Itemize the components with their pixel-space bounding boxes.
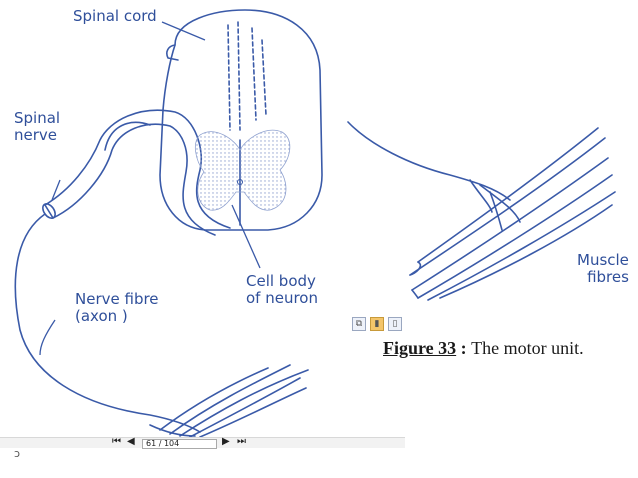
- next-page-icon[interactable]: ▶: [222, 436, 230, 447]
- figure-number: Figure 33: [383, 338, 457, 358]
- spinal-nerve: [44, 109, 231, 229]
- label-nerve-fibre: Nerve fibre (axon ): [75, 290, 159, 325]
- grey-matter: [194, 129, 291, 211]
- motor-axon: [347, 121, 511, 201]
- first-page-icon[interactable]: ⏮: [112, 436, 121, 447]
- copy-icon[interactable]: ⧉: [352, 317, 366, 331]
- spinal-cord-outline: [159, 9, 323, 231]
- stray-mark: ɔ: [14, 447, 21, 460]
- pdf-navigation-bar: ⏮ ◀ 61 / 104 ▶ ⏭: [0, 436, 405, 449]
- label-muscle-fibres: Muscle fibres: [577, 251, 629, 286]
- page-icon[interactable]: ▯: [388, 317, 402, 331]
- label-cell-body: Cell body of neuron: [246, 272, 318, 307]
- floating-toolbar: ⧉ ▮ ▯: [352, 316, 402, 332]
- caption-text: The motor unit.: [471, 338, 584, 358]
- figure-caption: Figure 33 : The motor unit.: [383, 338, 584, 358]
- label-spinal-cord: Spinal cord: [73, 7, 157, 25]
- label-spinal-nerve: Spinal nerve: [14, 109, 61, 144]
- page-indicator[interactable]: 61 / 104: [142, 439, 217, 449]
- prev-page-icon[interactable]: ◀: [127, 436, 135, 447]
- axon: [14, 213, 201, 433]
- highlight-icon[interactable]: ▮: [370, 317, 384, 331]
- last-page-icon[interactable]: ⏭: [237, 436, 246, 447]
